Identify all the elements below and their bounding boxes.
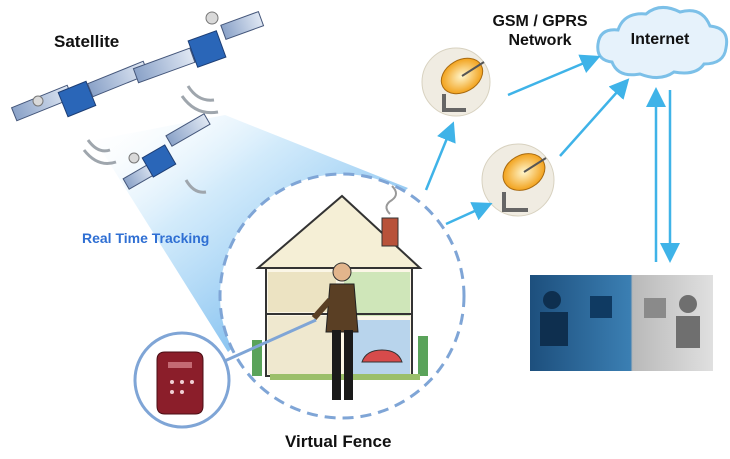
satellite-3-icon — [122, 113, 211, 194]
person-figure — [311, 262, 359, 400]
network-arrows — [424, 54, 680, 263]
office-monitoring-scene — [530, 275, 713, 371]
satellite-2-icon — [132, 10, 265, 115]
virtual-fence-label: Virtual Fence — [285, 432, 392, 451]
gsm-dish-2-icon — [481, 143, 555, 217]
satellite-1-icon — [10, 60, 150, 165]
gsm-label-line1: GSM / GPRS — [492, 13, 588, 30]
satellite-label: Satellite — [54, 32, 120, 51]
gsm-dish-1-icon — [421, 47, 491, 117]
gsm-label-line2: Network — [508, 32, 572, 49]
real-time-tracking-label: Real Time Tracking — [82, 230, 210, 246]
gsm-network-label: GSM / GPRS Network — [470, 12, 610, 50]
tracker-device-icon — [133, 331, 231, 429]
internet-label: Internet — [630, 31, 690, 48]
internet-cloud-icon — [596, 6, 729, 79]
